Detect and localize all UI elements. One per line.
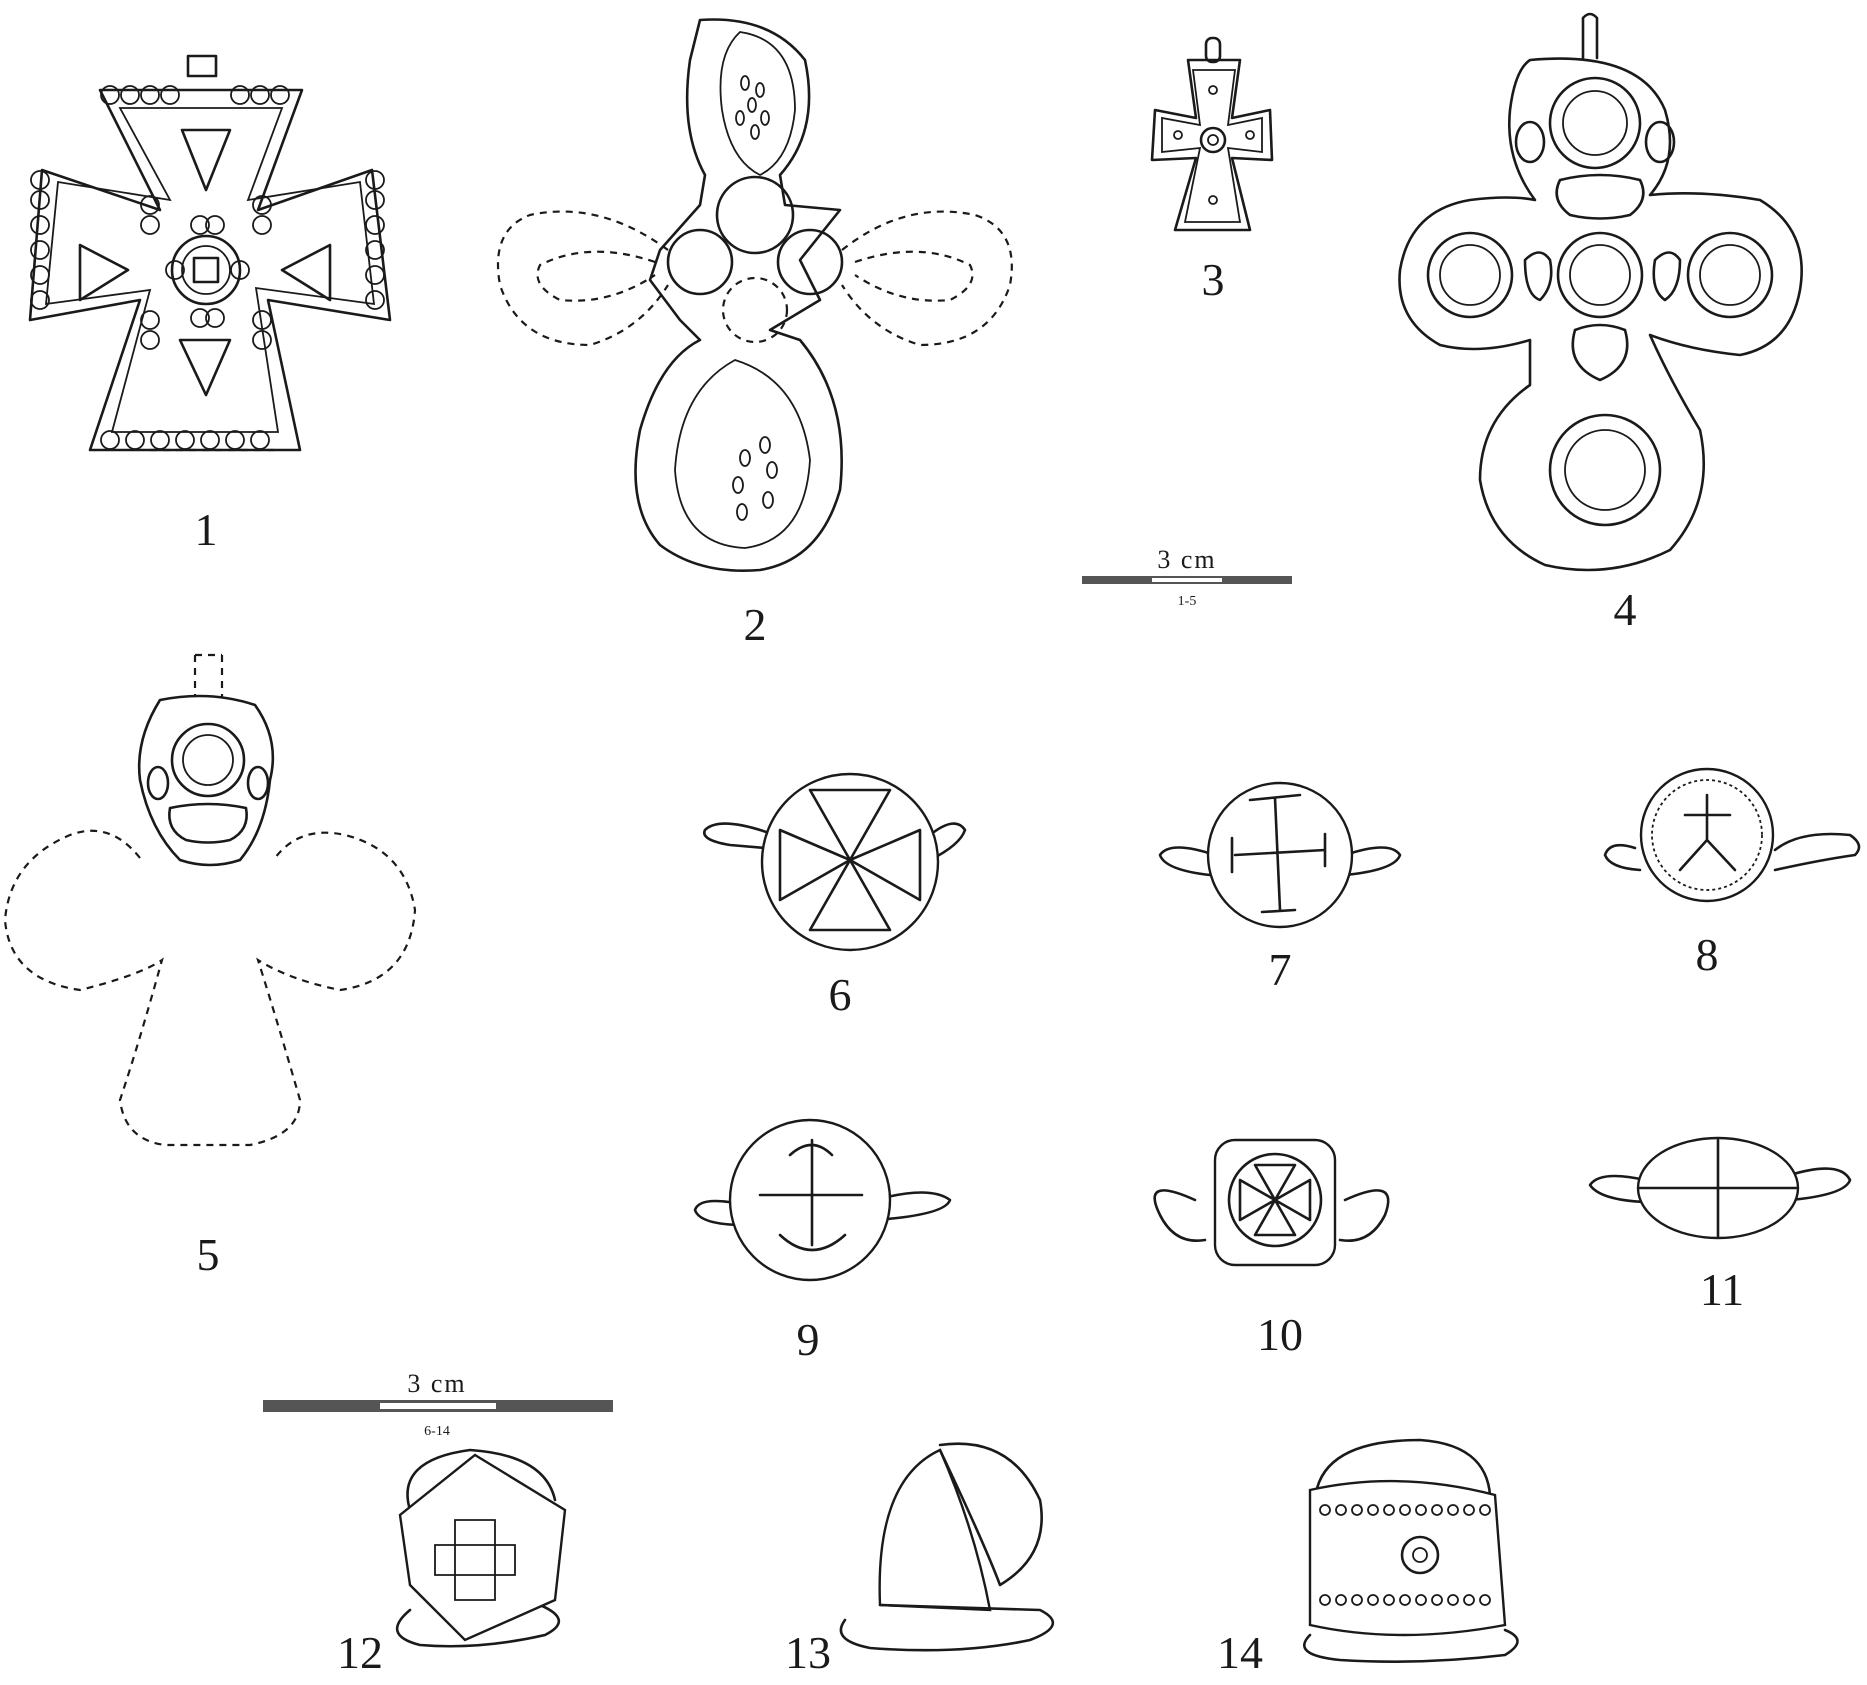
label-2: 2 [744, 599, 767, 650]
cross-pendant-4 [1398, 12, 1803, 572]
label-10: 10 [1257, 1309, 1303, 1360]
ring-12 [395, 1448, 567, 1648]
scale-bar-rings-length: 3 cm [407, 1369, 466, 1398]
cross-pendant-5 [3, 653, 417, 1147]
scale-bar-crosses-length: 3 cm [1157, 545, 1216, 574]
label-12: 12 [337, 1627, 383, 1678]
ring-6 [703, 772, 967, 952]
label-3: 3 [1202, 254, 1225, 305]
scale-bar-rings-range: 6-14 [424, 1424, 450, 1439]
ring-11 [1588, 1136, 1852, 1240]
scale-bar-crosses: 3 cm 1-5 [1082, 545, 1292, 609]
ring-13 [839, 1442, 1054, 1652]
ring-7 [1158, 781, 1402, 929]
label-14: 14 [1217, 1627, 1263, 1678]
ring-10 [1153, 1138, 1390, 1267]
label-5: 5 [197, 1229, 220, 1280]
cross-pendant-3 [1150, 36, 1274, 232]
scale-bar-rings: 3 cm 6-14 [263, 1369, 613, 1439]
label-6: 6 [829, 969, 852, 1020]
label-8: 8 [1696, 929, 1719, 980]
label-9: 9 [797, 1314, 820, 1365]
ring-9 [693, 1118, 952, 1282]
label-1: 1 [195, 504, 218, 555]
cross-pendant-2 [496, 18, 1013, 572]
ring-8 [1603, 767, 1861, 903]
cross-pendant-1 [28, 54, 392, 452]
label-13: 13 [785, 1627, 831, 1678]
label-11: 11 [1700, 1264, 1744, 1315]
label-4: 4 [1614, 584, 1637, 635]
ring-14 [1303, 1438, 1519, 1663]
label-7: 7 [1269, 944, 1292, 995]
scale-bar-crosses-range: 1-5 [1178, 594, 1197, 609]
